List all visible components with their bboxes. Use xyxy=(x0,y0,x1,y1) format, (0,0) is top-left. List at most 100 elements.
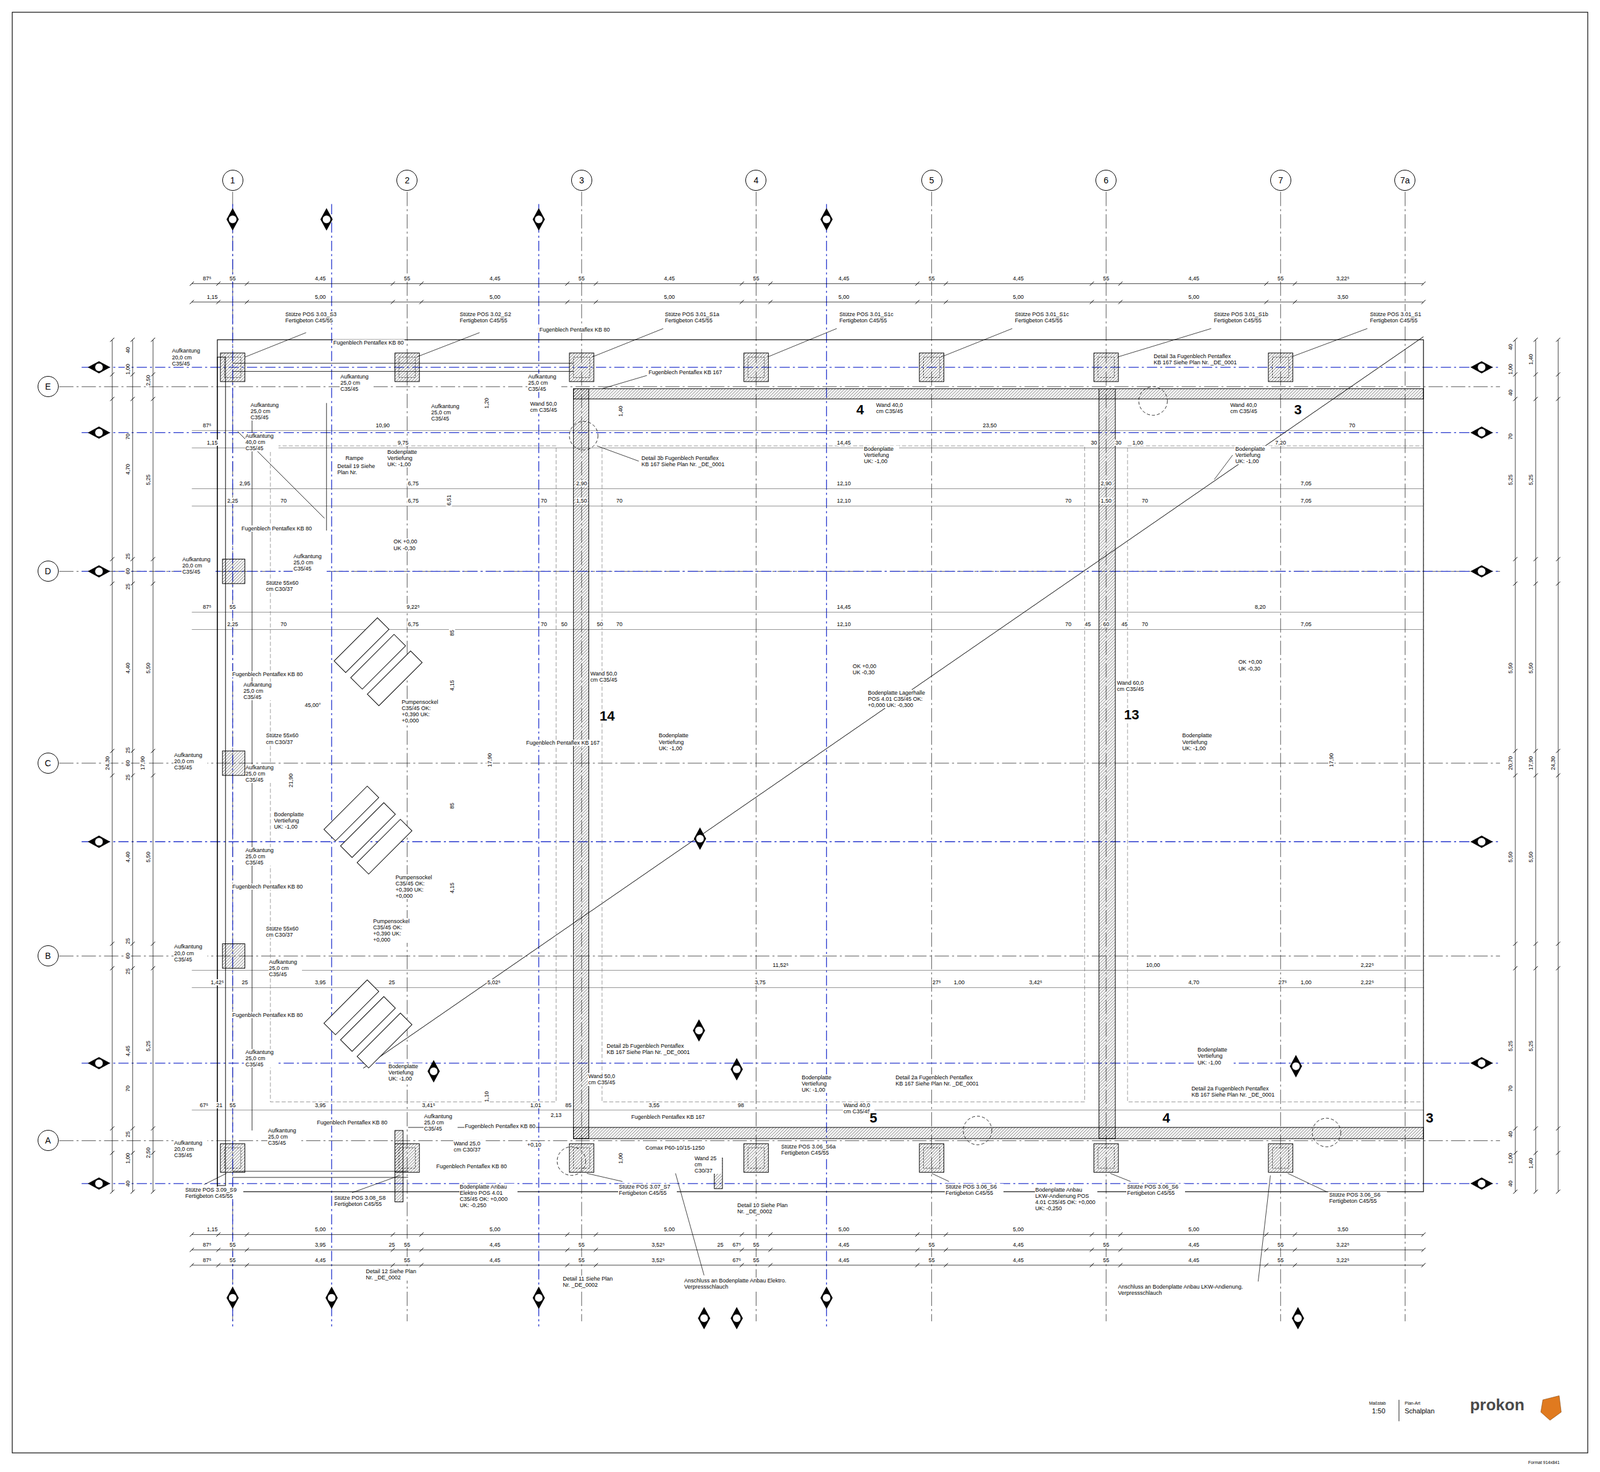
dimension-text: 5,50 xyxy=(1507,662,1514,675)
dimension-text: 9,75 xyxy=(397,439,410,446)
grid-axis-bubble: E xyxy=(37,376,59,398)
dimension-tick xyxy=(1513,941,1518,947)
dimension-text: 21,90 xyxy=(287,773,294,789)
dimension-tick xyxy=(390,281,396,286)
annotation-text: Aufkantung 25,0 cm C35/45 xyxy=(245,847,280,866)
logo-mark xyxy=(1540,1396,1562,1421)
dimension-tick xyxy=(216,1263,221,1268)
dimension-tick xyxy=(1556,557,1561,562)
dimension-tick xyxy=(109,397,115,402)
section-marker-diamond xyxy=(820,1286,834,1310)
dimension-text: 5,00 xyxy=(663,293,676,301)
dimension-text: 7,20 xyxy=(1274,439,1287,446)
section-marker xyxy=(87,361,110,374)
dimension-tick xyxy=(1089,1248,1095,1253)
dimension-text: 55 xyxy=(1277,1257,1285,1264)
dimension-tick xyxy=(245,1263,250,1268)
dimension-tick xyxy=(109,581,115,587)
dimension-text: 5,00 xyxy=(1188,1226,1201,1233)
dimension-text: 1,15 xyxy=(206,293,219,301)
dimension-tick xyxy=(565,1263,570,1268)
dimension-text: 55 xyxy=(1102,1257,1110,1264)
dimension-tick xyxy=(109,557,115,562)
precast-column xyxy=(919,353,945,382)
dimension-text: 70 xyxy=(615,621,624,628)
section-marker xyxy=(820,1286,834,1310)
axis-line-blue xyxy=(81,841,1499,843)
dimension-text: 4,45 xyxy=(1188,275,1201,282)
grid-axis-label: 6 xyxy=(1103,175,1109,185)
title-block-text: 1:50 xyxy=(1371,1407,1386,1415)
dimension-tick xyxy=(1513,397,1518,402)
dimension-text: 55 xyxy=(578,1241,586,1249)
dimension-text: 1,00 xyxy=(1507,363,1514,376)
section-marker-diamond xyxy=(87,361,110,374)
column-inner xyxy=(1097,1147,1115,1169)
dimension-tick xyxy=(739,1248,745,1253)
dimension-text: 1,01 xyxy=(529,1102,543,1109)
dimension-line xyxy=(192,1109,1424,1111)
column-inner xyxy=(923,356,940,378)
dimension-tick xyxy=(1118,1232,1123,1237)
dimension-tick xyxy=(768,281,773,286)
column-cast xyxy=(222,750,245,776)
column-inner xyxy=(224,356,241,378)
annotation-text: Bodenplatte Vertiefung UK: -1,00 xyxy=(1196,1046,1233,1066)
section-marker-diamond xyxy=(87,1057,110,1070)
dimension-text: 40 xyxy=(124,1180,131,1188)
dimension-text: 14,45 xyxy=(836,603,852,611)
dimension-text: 25 xyxy=(388,1241,396,1249)
dimension-text: 24,30 xyxy=(103,755,110,772)
grid-axis-label: C xyxy=(45,758,52,768)
dimension-tick xyxy=(1118,281,1123,286)
column-inner xyxy=(1272,356,1289,378)
annotation-text: Stütze POS 3.09_S9 Fertigbeton C45/55 xyxy=(184,1186,244,1200)
wall-hatched xyxy=(573,389,1424,400)
section-marker xyxy=(730,1058,743,1081)
dimension-tick xyxy=(594,281,599,286)
column-inner xyxy=(398,1147,415,1169)
dimension-tick xyxy=(943,1263,948,1268)
section-marker-diamond xyxy=(532,208,546,231)
annotation-text: Fugenblech Pentaflex KB 80 xyxy=(231,1012,304,1019)
dimension-tick xyxy=(739,300,745,305)
annotation-text: Aufkantung 20,0 cm C35/45 xyxy=(181,556,216,575)
dimension-tick xyxy=(130,1189,136,1195)
grid-axis-label: A xyxy=(45,1136,51,1145)
section-marker xyxy=(87,426,110,440)
column-cast xyxy=(222,559,245,585)
dimension-text: 40 xyxy=(1507,1130,1514,1139)
section-marker-eye xyxy=(228,1293,237,1302)
dimension-tick xyxy=(1421,281,1426,286)
dimension-text: 4,15 xyxy=(448,679,456,693)
grid-axis-bubble: B xyxy=(37,945,59,967)
title-block-text: Maßstab xyxy=(1368,1401,1387,1406)
dimension-text: 7,05 xyxy=(1299,480,1313,487)
dimension-tick xyxy=(245,300,250,305)
dimension-tick xyxy=(768,1248,773,1253)
dimension-text: 25 xyxy=(124,773,131,782)
dimension-text: 5,02⁵ xyxy=(486,979,501,986)
dimension-text: 70 xyxy=(279,621,288,628)
detail-marker xyxy=(963,1116,992,1145)
grid-line xyxy=(59,763,1500,764)
dimension-text: 55 xyxy=(403,275,411,282)
dimension-tick xyxy=(1293,281,1298,286)
dimension-text: 3,41⁵ xyxy=(421,1102,436,1109)
dimension-line xyxy=(132,339,133,1192)
dimension-text: 4,45 xyxy=(837,1241,851,1249)
dimension-tick xyxy=(130,941,136,947)
annotation-text: Pumpensockel C35/45 OK: +0,390 UK: +0,00… xyxy=(400,699,443,724)
annotation-text: Stütze 55x60 cm C30/37 xyxy=(265,732,300,745)
leader-line xyxy=(597,445,640,462)
dimension-text: 5,50 xyxy=(1507,850,1514,864)
dimension-tick xyxy=(1293,1248,1298,1253)
dimension-text: 1,50 xyxy=(575,497,588,504)
section-marker-eye xyxy=(1291,1062,1300,1071)
annotation-text: Stütze 55x60 cm C30/37 xyxy=(265,925,300,939)
grid-axis-label: 7a xyxy=(1400,175,1411,185)
annotation-text: Fugenblech Pentaflex KB 80 xyxy=(464,1123,537,1130)
annotation-text: Detail 11 Siehe Plan Nr. _DE_0002 xyxy=(561,1275,621,1289)
section-marker-eye xyxy=(732,1314,741,1323)
dimension-tick xyxy=(1533,397,1539,402)
